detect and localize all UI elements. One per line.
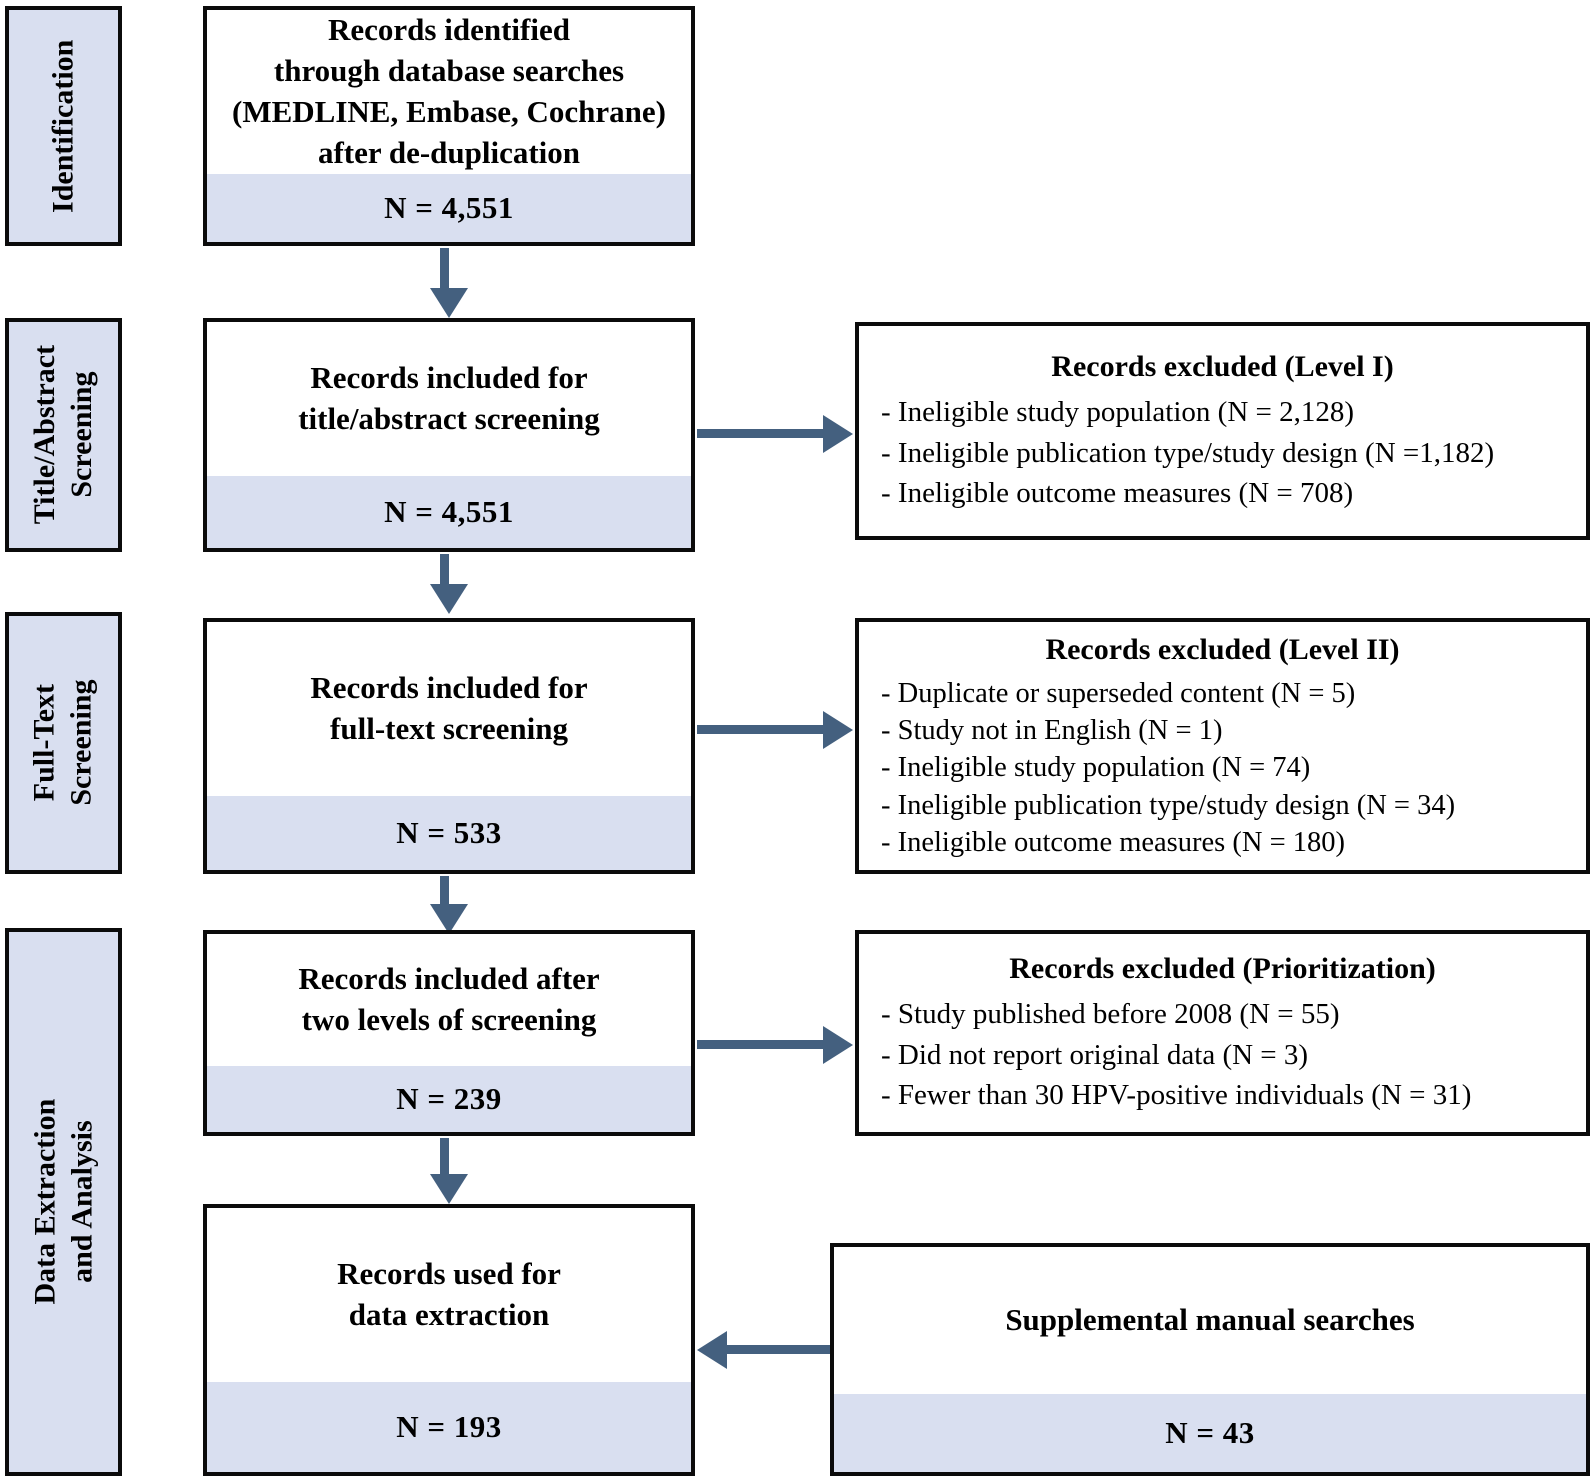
flow-box-records-identified-text: Records identified through database sear… bbox=[207, 10, 691, 174]
arrow-shaft bbox=[697, 429, 827, 438]
stage-line-2: Screening bbox=[64, 371, 98, 499]
arrow-shaft bbox=[697, 1040, 827, 1049]
flow-box-records-identified-count: N = 4,551 bbox=[207, 174, 691, 242]
flow-box-records-title-abstract: Records included for title/abstract scre… bbox=[203, 318, 695, 552]
arrow-down-two-levels-to-data-extraction bbox=[425, 1138, 473, 1206]
arrow-shaft bbox=[697, 725, 827, 734]
arrow-head bbox=[430, 288, 468, 318]
stage-line-2: Screening bbox=[64, 679, 98, 807]
exclusion-box-level-2: Records excluded (Level II) - Duplicate … bbox=[855, 618, 1590, 874]
list-item: - Ineligible outcome measures (N = 180) bbox=[881, 826, 1346, 858]
flow-box-records-full-text-text: Records included for full-text screening bbox=[207, 622, 691, 796]
list-item: - Ineligible outcome measures (N = 708) bbox=[881, 477, 1354, 510]
stage-label-full-text-screening: Full-Text Screening bbox=[5, 612, 122, 874]
arrow-head bbox=[823, 711, 853, 749]
stage-line-2: and Analysis bbox=[64, 1120, 98, 1284]
flow-line-1: Records included for bbox=[310, 670, 588, 706]
arrow-right-to-excluded-level-2 bbox=[697, 710, 857, 750]
arrow-right-to-excluded-level-1 bbox=[697, 414, 857, 454]
arrow-head bbox=[430, 904, 468, 934]
flow-line-1: Records identified bbox=[328, 12, 570, 48]
flow-line-2: title/abstract screening bbox=[298, 401, 600, 436]
flow-box-records-data-extraction-count: N = 193 bbox=[207, 1382, 691, 1472]
stage-label-identification: Identification bbox=[5, 6, 122, 246]
list-item: - Ineligible study population (N = 74) bbox=[881, 752, 1311, 784]
flow-box-records-data-extraction: Records used for data extraction N = 193 bbox=[203, 1204, 695, 1476]
list-item: - Did not report original data (N = 3) bbox=[881, 1038, 1309, 1071]
exclusion-box-level-2-list: - Duplicate or superseded content (N = 5… bbox=[873, 675, 1572, 860]
exclusion-box-prioritization-list: - Study published before 2008 (N = 55) -… bbox=[873, 994, 1572, 1116]
arrow-left-supplemental-to-data-extraction bbox=[697, 1330, 859, 1370]
flow-box-records-after-two-levels-count: N = 239 bbox=[207, 1066, 691, 1132]
list-item: - Duplicate or superseded content (N = 5… bbox=[881, 678, 1356, 710]
flow-line-2: full-text screening bbox=[330, 711, 568, 746]
flow-box-records-full-text: Records included for full-text screening… bbox=[203, 618, 695, 874]
exclusion-box-prioritization: Records excluded (Prioritization) - Stud… bbox=[855, 930, 1590, 1136]
arrow-down-title-abstract-to-full-text bbox=[425, 554, 473, 616]
arrow-shaft bbox=[440, 554, 449, 588]
stage-label-title-abstract-screening-text: Title/Abstract Screening bbox=[27, 345, 100, 524]
exclusion-box-level-1-list: - Ineligible study population (N = 2,128… bbox=[873, 392, 1572, 514]
flow-line-1: Records included for bbox=[310, 360, 588, 396]
list-item: - Study not in English (N = 1) bbox=[881, 715, 1223, 747]
flow-box-supplemental-manual-searches: Supplemental manual searches N = 43 bbox=[830, 1243, 1590, 1476]
flow-box-records-after-two-levels-text: Records included after two levels of scr… bbox=[207, 934, 691, 1066]
stage-label-full-text-screening-text: Full-Text Screening bbox=[27, 680, 100, 806]
stage-label-title-abstract-screening: Title/Abstract Screening bbox=[5, 318, 122, 552]
flow-box-records-identified: Records identified through database sear… bbox=[203, 6, 695, 246]
arrow-head bbox=[823, 1026, 853, 1064]
stage-label-data-extraction-and-analysis: Data Extraction and Analysis bbox=[5, 928, 122, 1476]
arrow-down-full-text-to-two-levels bbox=[425, 876, 473, 934]
flow-line-2: data extraction bbox=[348, 1297, 550, 1332]
arrow-shaft bbox=[440, 1138, 449, 1178]
flow-line-3: (MEDLINE, Embase, Cochrane) bbox=[232, 94, 666, 129]
arrow-head bbox=[823, 415, 853, 453]
flow-box-supplemental-manual-searches-count: N = 43 bbox=[834, 1394, 1586, 1472]
arrow-right-to-excluded-prioritization bbox=[697, 1025, 857, 1065]
flow-box-records-title-abstract-text: Records included for title/abstract scre… bbox=[207, 322, 691, 476]
stage-line-1: Data Extraction bbox=[27, 1099, 61, 1305]
arrow-head bbox=[697, 1331, 727, 1369]
arrow-down-identified-to-title-abstract bbox=[425, 248, 473, 318]
list-item: - Ineligible publication type/study desi… bbox=[881, 436, 1495, 469]
flow-box-records-full-text-count: N = 533 bbox=[207, 796, 691, 870]
list-item: - Study published before 2008 (N = 55) bbox=[881, 998, 1340, 1031]
list-item: - Fewer than 30 HPV-positive individuals… bbox=[881, 1079, 1472, 1112]
flow-line-1: Records used for bbox=[337, 1256, 561, 1292]
exclusion-box-prioritization-title: Records excluded (Prioritization) bbox=[1009, 952, 1436, 986]
arrow-shaft bbox=[440, 876, 449, 908]
exclusion-box-level-1: Records excluded (Level I) - Ineligible … bbox=[855, 322, 1590, 540]
list-item: - Ineligible publication type/study desi… bbox=[881, 789, 1456, 821]
stage-label-identification-text: Identification bbox=[46, 39, 80, 213]
flow-box-supplemental-manual-searches-text: Supplemental manual searches bbox=[834, 1247, 1586, 1394]
flow-line-1: Records included after bbox=[298, 961, 600, 997]
flow-box-records-title-abstract-count: N = 4,551 bbox=[207, 476, 691, 548]
arrow-head bbox=[430, 584, 468, 614]
flow-line-2: two levels of screening bbox=[301, 1002, 597, 1037]
flow-line-4: after de-duplication bbox=[317, 134, 581, 170]
stage-label-data-extraction-and-analysis-text: Data Extraction and Analysis bbox=[27, 1099, 100, 1305]
flow-line-2: through database searches bbox=[273, 53, 625, 89]
flow-line-1: Supplemental manual searches bbox=[1005, 1302, 1415, 1338]
stage-line-1: Full-Text bbox=[27, 684, 61, 802]
arrow-shaft bbox=[440, 248, 449, 292]
arrow-head bbox=[430, 1174, 468, 1204]
stage-line-1: Title/Abstract bbox=[27, 345, 61, 525]
flow-box-records-after-two-levels: Records included after two levels of scr… bbox=[203, 930, 695, 1136]
flow-box-records-data-extraction-text: Records used for data extraction bbox=[207, 1208, 691, 1382]
arrow-shaft bbox=[725, 1345, 859, 1354]
exclusion-box-level-2-title: Records excluded (Level II) bbox=[1045, 633, 1400, 667]
list-item: - Ineligible study population (N = 2,128… bbox=[881, 396, 1355, 429]
exclusion-box-level-1-title: Records excluded (Level I) bbox=[1051, 350, 1394, 384]
